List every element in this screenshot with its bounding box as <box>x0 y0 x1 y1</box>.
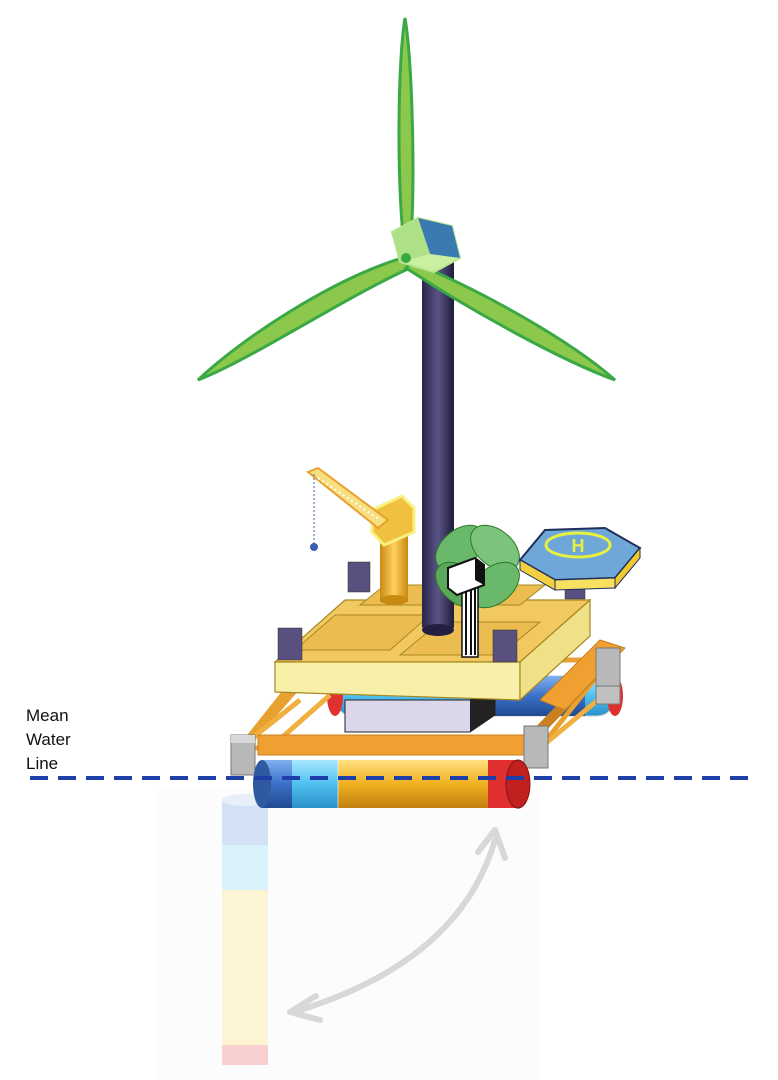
rotation-arrow <box>287 827 508 1023</box>
deck-crane <box>306 466 416 605</box>
corner-post <box>230 647 621 776</box>
water-line-label-water: Water <box>26 730 71 749</box>
helipad-letter: H <box>572 536 585 556</box>
turbine-tower <box>422 245 454 636</box>
submerged-column-ghost <box>155 790 540 1080</box>
turbine-blades <box>196 17 616 382</box>
turbine-nacelle <box>390 216 462 274</box>
water-line-label-line: Line <box>26 754 59 773</box>
fan-icon <box>435 524 520 658</box>
front-pontoon <box>253 759 531 809</box>
water-line-label-mean: Mean <box>26 706 69 725</box>
helipad: H <box>518 526 642 591</box>
